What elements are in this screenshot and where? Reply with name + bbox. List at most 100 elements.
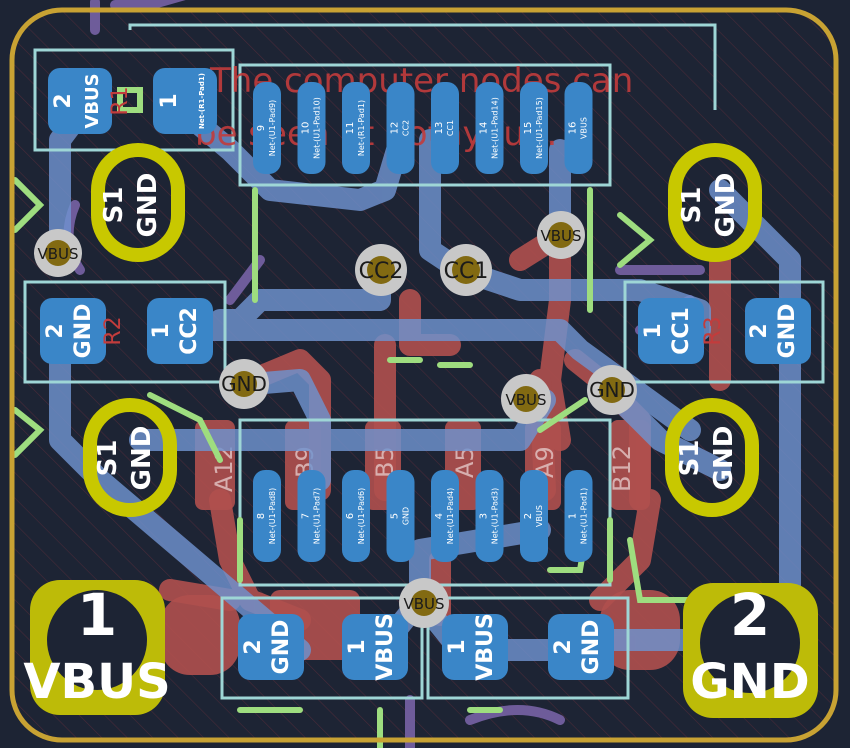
connector-pad-net: Net-(U1-Pad4) [446, 488, 455, 545]
via-vbus-bottom: VBUS [399, 578, 449, 628]
svg-text:1: 1 [157, 93, 182, 108]
svg-text:S1: S1 [675, 440, 705, 477]
svg-text:VBUS: VBUS [540, 227, 581, 245]
svg-text:1: 1 [149, 323, 174, 338]
connector-pad-number: 9 [256, 125, 267, 131]
connector-pad-number: 6 [345, 513, 356, 519]
connector-pad-number: 15 [523, 122, 534, 135]
svg-text:2: 2 [747, 323, 772, 338]
svg-text:2: 2 [51, 93, 76, 108]
svg-text:CC2: CC2 [177, 307, 202, 355]
via-cc2: CC2 [355, 244, 407, 296]
connector-pad-number: 11 [345, 122, 356, 135]
connector-pad-number: 2 [523, 513, 534, 519]
connector-pad-number: 5 [390, 513, 401, 519]
connector-pad-number: 12 [390, 122, 401, 135]
svg-text:VBUS: VBUS [505, 391, 546, 409]
svg-text:GND: GND [711, 173, 741, 238]
resistor-r1-pads: 2 VBUS 1 Net-(R1-Pad1) R1 [48, 68, 217, 134]
connector-pad-number: 7 [301, 513, 312, 519]
svg-text:VBUS: VBUS [82, 73, 103, 128]
via-gnd-left: GND [219, 359, 269, 409]
svg-text:VBUS: VBUS [473, 613, 498, 681]
shield-pad-mid-left: S1 GND [83, 398, 177, 517]
resistor-r2-pads: 2 GND 1 CC2 R2 [40, 298, 213, 364]
via-cc1: CC1 [440, 244, 492, 296]
svg-text:1: 1 [445, 639, 470, 654]
svg-text:GND: GND [690, 654, 809, 710]
svg-text:S1: S1 [99, 187, 129, 224]
svg-text:Net-(R1-Pad1): Net-(R1-Pad1) [198, 73, 206, 129]
svg-text:GND: GND [589, 378, 635, 402]
connector-pad-net: CC2 [402, 120, 411, 136]
svg-text:R1: R1 [108, 86, 133, 115]
svg-text:2: 2 [730, 581, 770, 649]
svg-text:GND: GND [775, 304, 800, 359]
connector-pad-net: Net-(U1-Pad10) [313, 97, 322, 159]
connector-pad-number: 8 [256, 513, 267, 519]
svg-text:2: 2 [551, 639, 576, 654]
connector-pad-number: 13 [434, 122, 445, 135]
shield-pad-top-right: S1 GND [668, 143, 762, 262]
capacitor-left-pads: 2 GND 1 VBUS [238, 613, 408, 681]
connector-pad-net: Net-(U1-Pad6) [357, 488, 366, 545]
connector-pad-number: 16 [568, 122, 579, 135]
svg-text:VBUS: VBUS [37, 245, 78, 263]
via-gnd-right: GND [587, 365, 637, 415]
resistor-r3-pads: 1 CC1 2 GND R3 [638, 298, 811, 364]
connector-pad-net: Net-(U1-Pad14) [491, 97, 500, 159]
connector-pad-number: 4 [434, 513, 445, 519]
via-vbus-top-left: VBUS [34, 229, 82, 277]
connector-pad-net: VBUS [580, 117, 589, 139]
connector-pad-number: 1 [568, 513, 579, 519]
shield-pad-top-left: S1 GND [91, 143, 185, 262]
svg-text:CC2: CC2 [359, 259, 404, 284]
svg-text:R3: R3 [701, 316, 726, 345]
via-vbus-mid: VBUS [501, 374, 551, 424]
svg-text:VBUS: VBUS [403, 595, 444, 613]
connector-pad-number: 14 [479, 122, 490, 135]
board-edge [9, 7, 839, 743]
front-silkscreen [12, 87, 703, 748]
svg-text:2: 2 [241, 639, 266, 654]
connector-pad-net: Net-(U1-Pad8) [268, 488, 277, 545]
svg-text:GND: GND [71, 304, 96, 359]
svg-text:1: 1 [77, 581, 117, 649]
svg-text:GND: GND [269, 620, 294, 675]
svg-text:CC1: CC1 [669, 307, 694, 355]
connector-pad-number: 10 [301, 122, 312, 135]
capacitor-right-pads: 1 VBUS 2 GND [442, 613, 614, 681]
svg-text:VBUS: VBUS [23, 654, 170, 710]
connector-pad-net: Net-(U1-Pad9) [268, 100, 277, 157]
shield-pad-mid-right: S1 GND [665, 398, 759, 517]
svg-text:1: 1 [345, 639, 370, 654]
svg-text:GND: GND [133, 173, 163, 238]
svg-text:R2: R2 [101, 316, 126, 345]
svg-text:GND: GND [221, 372, 267, 396]
svg-text:VBUS: VBUS [373, 613, 398, 681]
svg-text:GND: GND [127, 426, 157, 491]
connector-pad-net: GND [402, 507, 411, 525]
svg-text:S1: S1 [93, 440, 123, 477]
connector-pad-net: Net-(U1-Pad1) [580, 488, 589, 545]
connector-pad-net: Net-(U1-Pad7) [313, 488, 322, 545]
svg-text:S1: S1 [677, 187, 707, 224]
via-vbus-top-right: VBUS [537, 211, 585, 259]
back-label-b12: B12 [608, 445, 636, 492]
